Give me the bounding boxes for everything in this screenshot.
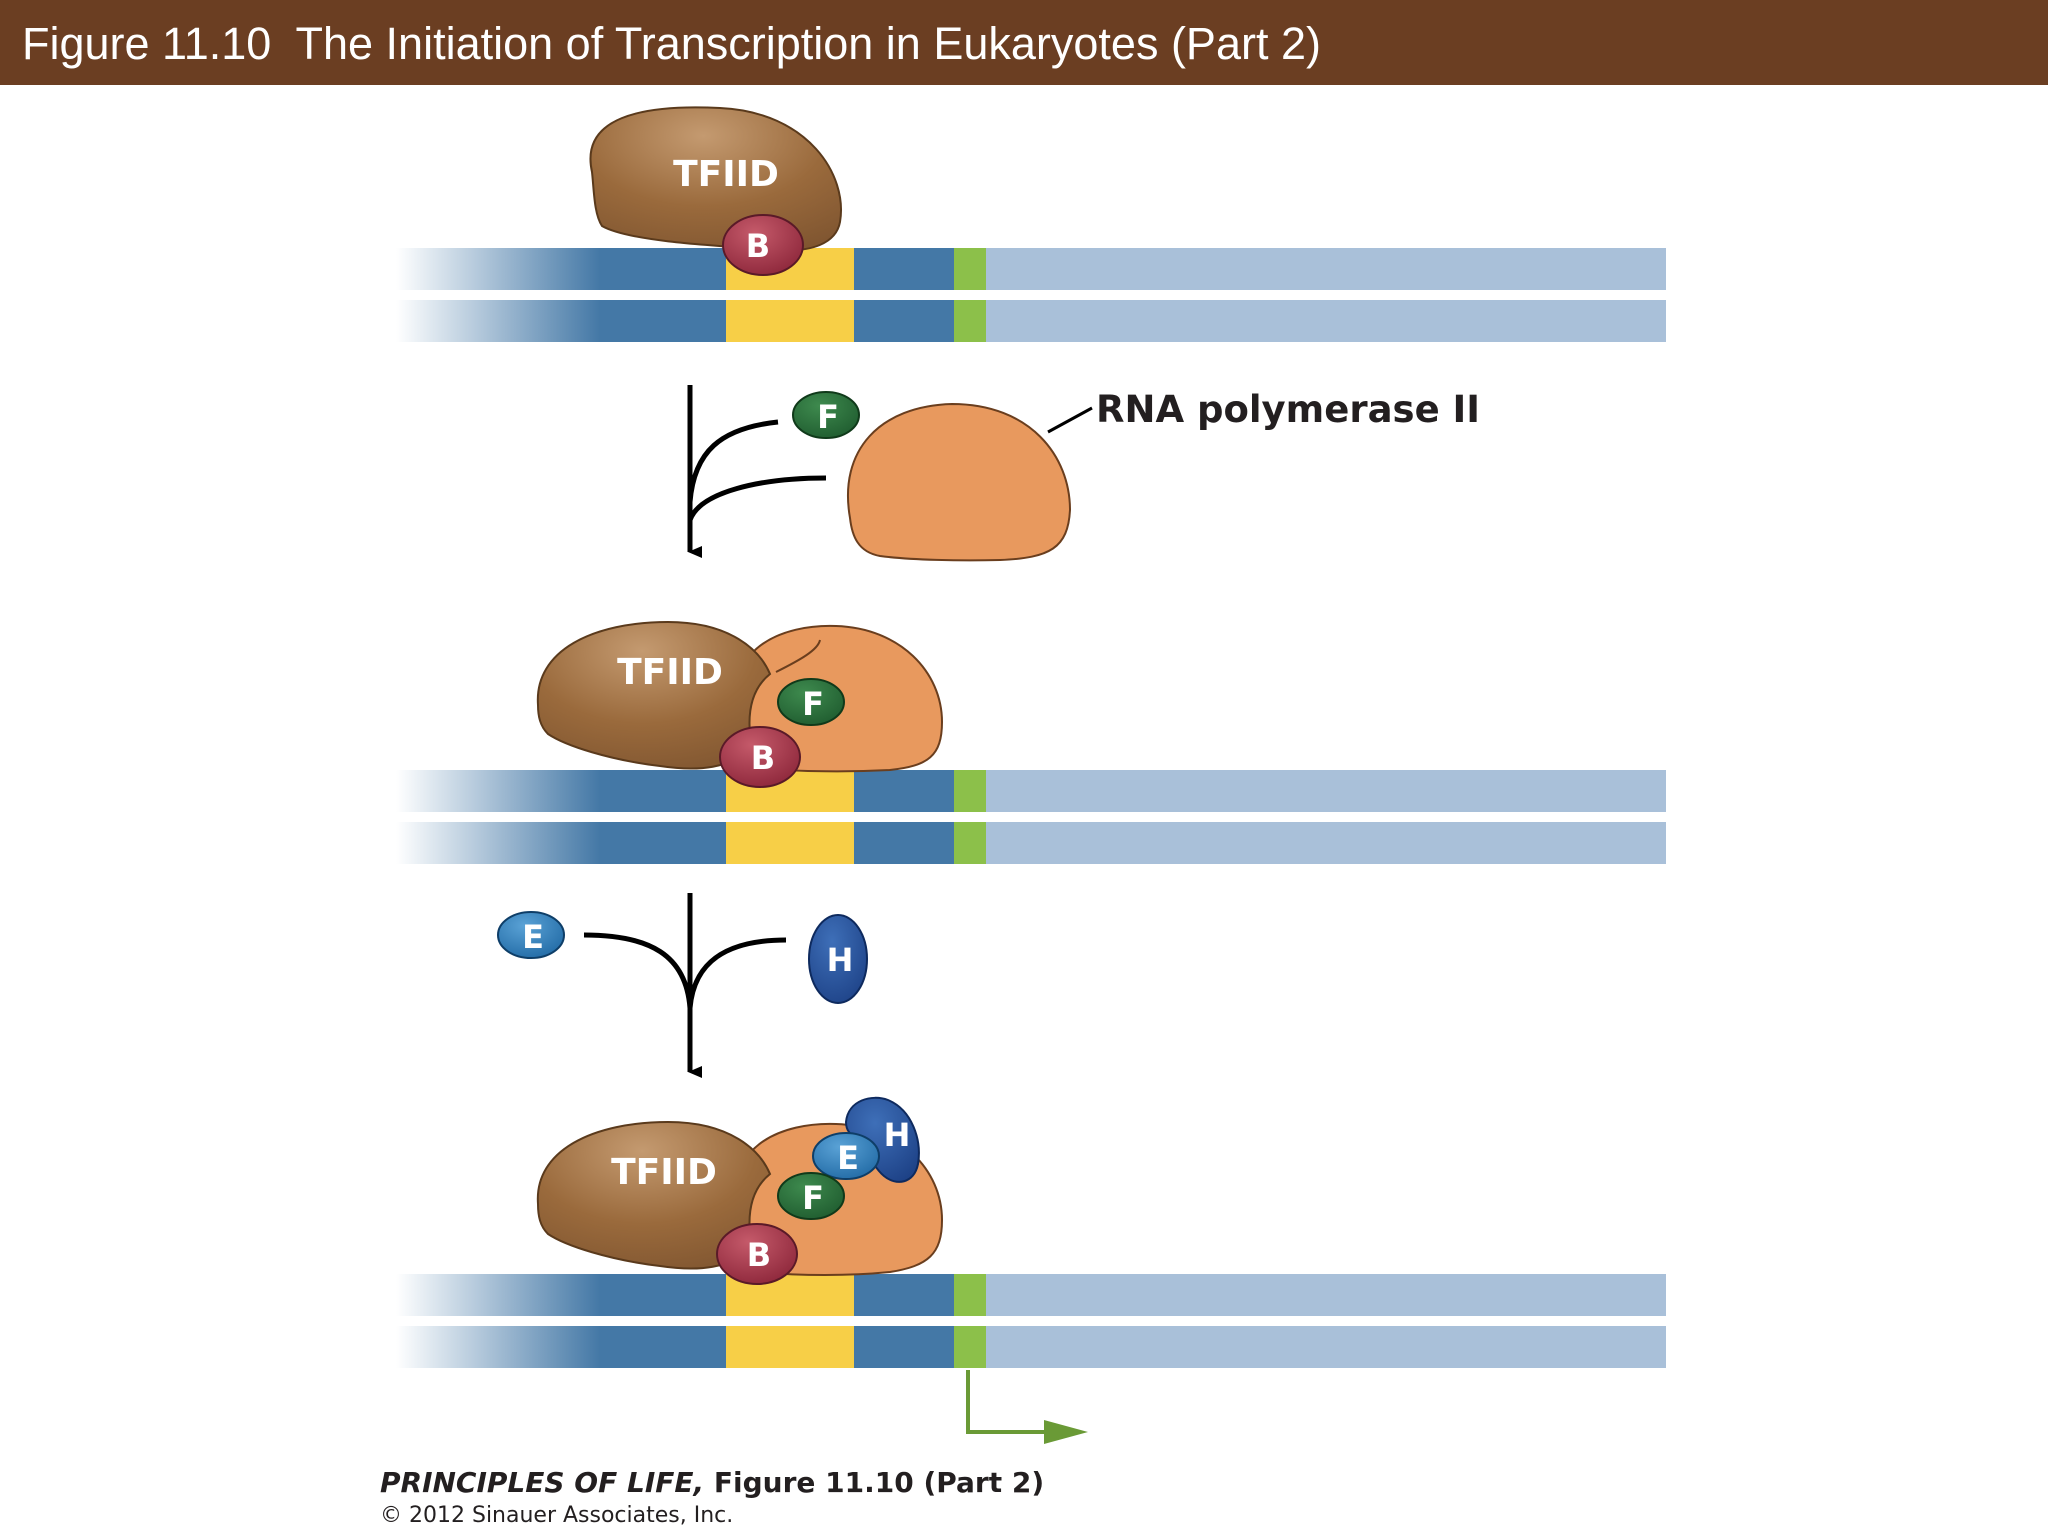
tfiid-step3: TFIID: [536, 1120, 772, 1270]
f-label: F: [802, 685, 824, 723]
dna-strand-step1: [396, 248, 1666, 342]
arrow-step2-to-step3: [583, 893, 787, 1078]
factor-f-incoming: F: [792, 391, 860, 439]
header-bar: Figure 11.10 The Initiation of Transcrip…: [0, 0, 2048, 85]
rna-polymerase-callout: RNA polymerase II: [1047, 388, 1480, 434]
b-label: B: [746, 227, 770, 265]
credit-copyright: © 2012 Sinauer Associates, Inc.: [380, 1503, 734, 1528]
factor-f-step3: F: [777, 1172, 845, 1220]
h-label: H: [884, 1116, 911, 1154]
tfiid-label: TFIID: [673, 154, 779, 195]
arrow-step1-to-step2: [687, 385, 827, 558]
tfiid-step2: TFIID: [536, 620, 772, 770]
f-label: F: [817, 398, 839, 436]
rna-polymerase-incoming: [847, 402, 1072, 562]
b-label: B: [751, 739, 775, 777]
figure-credit: PRINCIPLES OF LIFE, Figure 11.10 (Part 2…: [380, 1466, 1044, 1528]
f-label: F: [802, 1179, 824, 1217]
e-label: E: [837, 1139, 859, 1177]
factor-b-step3: B: [716, 1223, 798, 1285]
credit-figure: Figure 11.10 (Part 2): [704, 1466, 1045, 1499]
tfiid-label: TFIID: [611, 1152, 717, 1193]
factor-f-step2: F: [777, 678, 845, 726]
b-label: B: [747, 1236, 771, 1274]
h-label: H: [827, 941, 854, 979]
page-title: Figure 11.10 The Initiation of Transcrip…: [22, 18, 1321, 69]
rna-polymerase-label: RNA polymerase II: [1096, 388, 1480, 431]
tfiid-step1: TFIID: [589, 106, 842, 252]
e-label: E: [522, 918, 544, 956]
transcription-start-arrow: [966, 1370, 1088, 1444]
tfiid-label: TFIID: [617, 652, 723, 693]
factor-e-incoming: E: [497, 911, 565, 959]
credit-book: PRINCIPLES OF LIFE,: [380, 1466, 705, 1499]
factor-b-step2: B: [719, 726, 801, 788]
factor-e-step3: E: [812, 1132, 880, 1180]
start-site: [954, 248, 986, 290]
factor-b-step1: B: [722, 214, 804, 276]
factor-h-incoming: H: [808, 914, 868, 1004]
dna-strand-step2: [396, 770, 1666, 864]
dna-strand-step3: [396, 1274, 1666, 1368]
